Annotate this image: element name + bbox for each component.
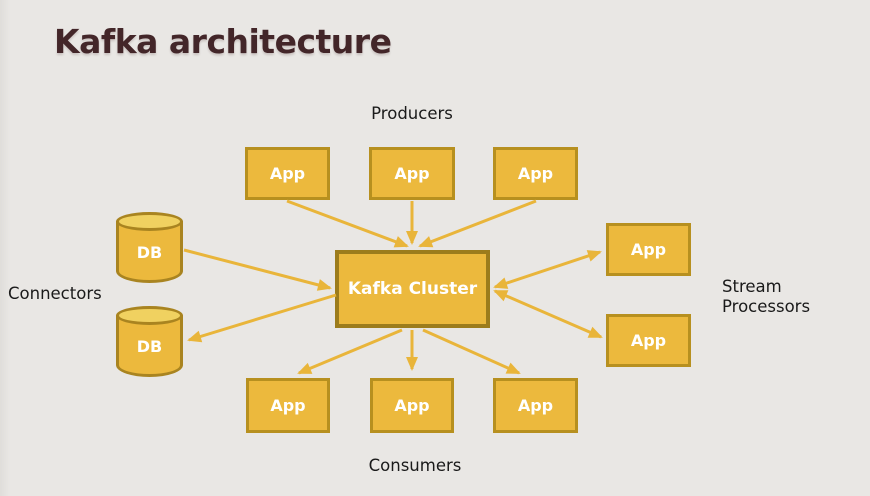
arrow-cluster-to-consumer1	[297, 328, 403, 375]
arrow-cluster-to-consumer3	[422, 328, 521, 375]
consumer-app-node-1: App	[246, 378, 330, 433]
kafka-cluster-node: Kafka Cluster	[335, 250, 490, 328]
arrow-producer1-to-cluster	[286, 199, 409, 248]
arrow-db1-to-cluster	[183, 248, 332, 291]
node-label: App	[270, 396, 306, 415]
arrow-cluster-streamapp1-bidirectional	[493, 250, 602, 289]
node-label: App	[517, 396, 554, 415]
producers-group-label: Producers	[371, 104, 453, 123]
consumer-app-node-3: App	[493, 378, 578, 433]
node-label: App	[630, 331, 667, 350]
node-label: App	[394, 396, 430, 415]
consumers-group-label: Consumers	[368, 456, 462, 475]
consumer-app-node-2: App	[370, 378, 454, 433]
db-cylinder-body	[116, 221, 183, 283]
db-cylinder-2: DB	[116, 306, 183, 377]
node-label: DB	[136, 337, 163, 356]
stream-processors-group-label: Stream Processors	[722, 277, 811, 316]
slide-title: Kafka architecture	[54, 22, 392, 61]
node-label: Kafka Cluster	[347, 279, 478, 299]
db-cylinder-body	[116, 315, 183, 377]
node-label: App	[630, 240, 667, 259]
arrow-cluster-streamapp2-bidirectional	[493, 289, 603, 339]
node-label: DB	[136, 243, 163, 262]
stream-app-node-2: App	[606, 314, 691, 367]
db-cylinder-top	[116, 212, 183, 231]
db-cylinder-top	[116, 306, 183, 325]
stream-app-node-1: App	[606, 223, 691, 276]
node-label: App	[269, 164, 306, 183]
producer-app-node-3: App	[493, 147, 578, 200]
arrow-producer3-to-cluster	[418, 199, 537, 248]
node-label: App	[394, 164, 430, 183]
producer-app-node-2: App	[369, 147, 455, 200]
connectors-group-label: Connectors	[8, 284, 102, 303]
db-cylinder-1: DB	[116, 212, 183, 283]
producer-app-node-1: App	[245, 147, 330, 200]
arrow-cluster-to-db2	[187, 293, 337, 343]
node-label: App	[517, 164, 554, 183]
